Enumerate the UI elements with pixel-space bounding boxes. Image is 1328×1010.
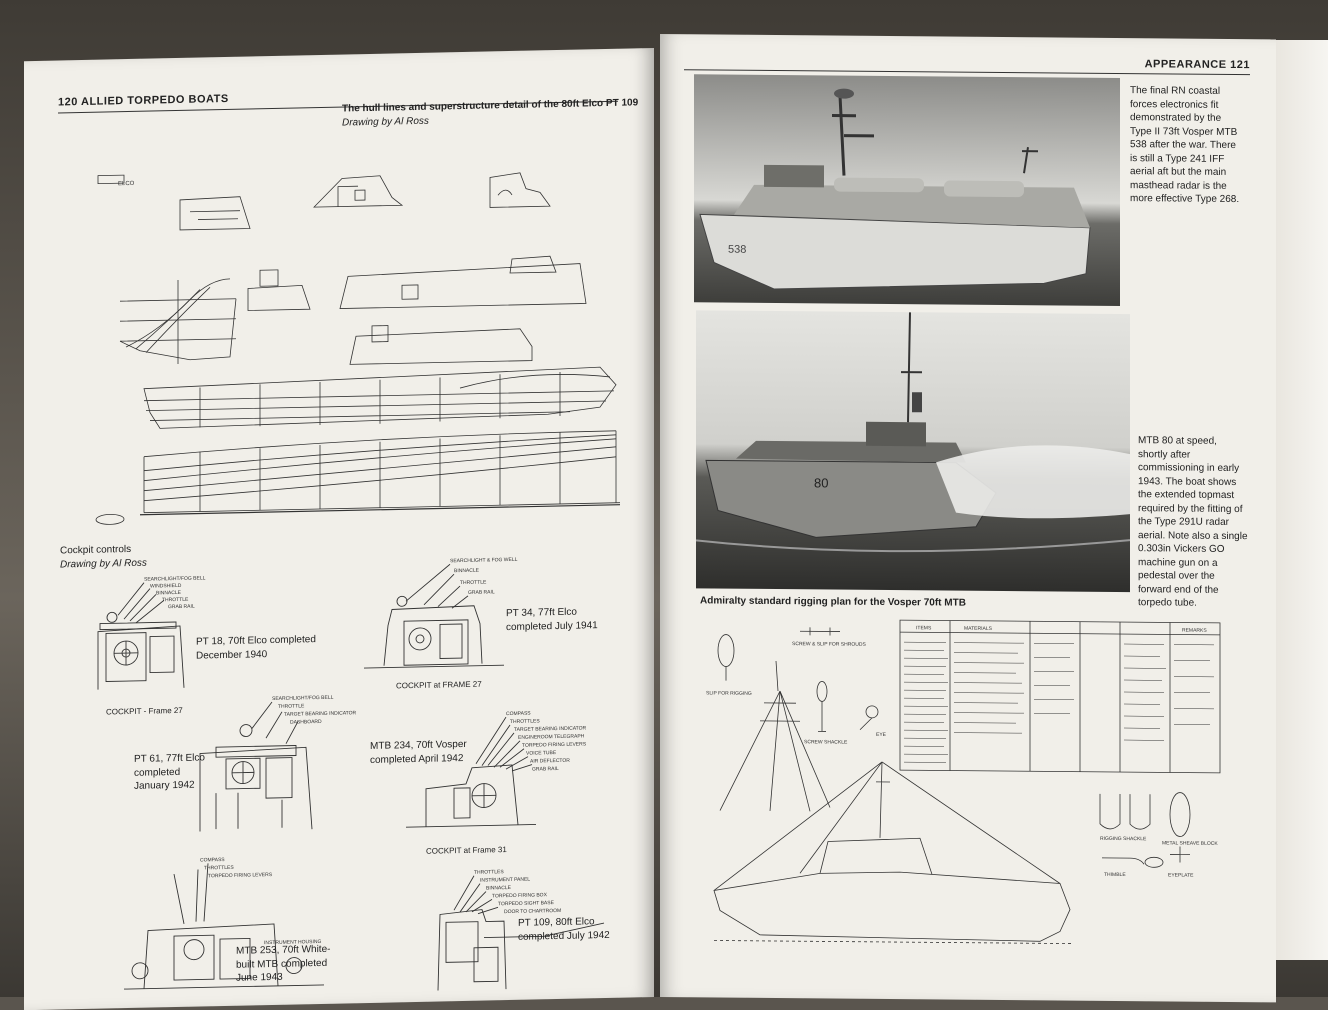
label-searchlight: SEARCHLIGHT/FOG BELL [144, 575, 206, 582]
label-throttles: THROTTLES [510, 718, 540, 725]
right-page: APPEARANCE 121 538 The final RN coastal … [660, 34, 1276, 1003]
caption-pt34: PT 34, 77ft Elco completed July 1941 [506, 606, 598, 633]
label-binnacle-6: BINNACLE [486, 885, 512, 892]
photo-mtb80: 80 [696, 310, 1130, 593]
label-grab-rail: GRAB RAIL [168, 604, 195, 611]
label-torpedo-firing-levers: TORPEDO FIRING LEVERS [522, 741, 587, 748]
label-cockpit-frame27a: COCKPIT - Frame 27 [106, 705, 183, 717]
right-page-number: 121 [1230, 58, 1250, 72]
left-page-number: 120 [58, 96, 78, 109]
label-throttle-2: THROTTLE [460, 579, 487, 586]
label-cockpit-frame31: COCKPIT at Frame 31 [426, 845, 507, 856]
label-throttle-3: THROTTLE [278, 703, 305, 710]
label-searchlight-fog-well: SEARCHLIGHT & FOG WELL [450, 557, 518, 564]
label-target-bearing-2: TARGET BEARING INDICATOR [514, 725, 587, 733]
label-binnacle: BINNACLE [156, 590, 182, 597]
label-rigging-shackle: RIGGING SHACKLE [1100, 836, 1147, 842]
label-grab-rail-4: GRAB RAIL [532, 766, 559, 773]
label-windshield: WINDSHIELD [150, 583, 182, 590]
label-eye: EYE [876, 732, 887, 738]
caption-mtb234: MTB 234, 70ft Vosper completed April 194… [370, 738, 467, 766]
photo-mtb538: 538 [694, 74, 1120, 307]
label-remarks: REMARKS [1182, 628, 1207, 634]
label-air-deflector: AIR DEFLECTOR [530, 758, 570, 765]
cockpit-drawing-pt61: SEARCHLIGHT/FOG BELL THROTTLE TARGET BEA… [199, 695, 357, 832]
label-instrument-housing: INSTRUMENT HOUSING [264, 939, 322, 946]
cockpit-drawing-mtb253: COMPASS THROTTLES TORPEDO FIRING LEVERS … [124, 857, 324, 990]
hull-caption-title: The hull lines and superstructure detail… [342, 97, 639, 115]
label-door-to-chartroom: DOOR TO CHARTROOM [504, 908, 561, 915]
cockpit-drawing-mtb234: COMPASS THROTTLES TARGET BEARING INDICAT… [406, 711, 587, 828]
page-edges [1276, 40, 1328, 960]
left-page-header: 120 ALLIED TORPEDO BOATS [58, 93, 229, 109]
label-grab-rail-2: GRAB RAIL [468, 589, 495, 596]
label-throttles-5: THROTTLES [204, 865, 234, 872]
caption-pt109: PT 109, 80ft Elco completed July 1942 [518, 916, 610, 943]
photo-mtb538-boat: 538 [699, 88, 1091, 290]
caption-mtb253: MTB 253, 70ft White-built MTB completed … [236, 943, 331, 984]
label-metal-sheave-block: METAL SHEAVE BLOCK [1162, 840, 1218, 846]
photo-mtb80-boat: 80 [696, 312, 1130, 553]
right-page-running-title: APPEARANCE [1144, 58, 1227, 71]
label-screw-shackle: SCREW SHACKLE [804, 739, 848, 745]
caption-pt18: PT 18, 70ft Elco completed December 1940 [196, 634, 316, 662]
label-throttle: THROTTLE [162, 597, 189, 604]
right-page-header: APPEARANCE 121 [1145, 58, 1250, 71]
cockpit-drawing-pt34: SEARCHLIGHT & FOG WELL BINNACLE THROTTLE… [364, 557, 518, 669]
label-instrument-panel: INSTRUMENT PANEL [480, 877, 530, 884]
caption-mtb80: MTB 80 at speed, shortly after commissio… [1138, 435, 1248, 609]
caption-pt61: PT 61, 77ft Elco completed January 1942 [134, 752, 205, 792]
rigging-plan-drawing: SLIP FOR RIGGING SCREW & SLIP FOR SHROUD… [706, 619, 1221, 945]
label-compass-5: COMPASS [200, 857, 225, 864]
cockpit-controls-heading: Cockpit controls Drawing by Al Ross [60, 543, 147, 572]
label-torpedo-sight-base: TORPEDO SIGHT BASE [498, 900, 555, 907]
cockpit-title: Cockpit controls [60, 543, 132, 557]
label-torpedo-levers-5: TORPEDO FIRING LEVERS [208, 872, 273, 879]
left-page: 120 ALLIED TORPEDO BOATS The hull lines … [24, 48, 654, 1010]
label-target-bearing: TARGET BEARING INDICATOR [284, 710, 357, 718]
cockpit-drawing-pt18: SEARCHLIGHT/FOG BELL WINDSHIELD BINNACLE… [97, 575, 206, 690]
hull-number-538: 538 [728, 244, 746, 256]
label-throttles-6: THROTTLES [474, 869, 504, 876]
caption-mtb538: The final RN coastal forces electronics … [1130, 85, 1240, 206]
left-page-running-title: ALLIED TORPEDO BOATS [81, 92, 229, 109]
label-slip-for-rigging: SLIP FOR RIGGING [706, 690, 752, 696]
hull-lines-caption: The hull lines and superstructure detail… [342, 96, 642, 129]
label-torpedo-firing-box: TORPEDO FIRING BOX [492, 892, 548, 899]
label-searchlight-3: SEARCHLIGHT/FOG BELL [272, 695, 334, 702]
hull-lines-drawing: ELCO [95, 172, 620, 525]
cockpit-credit: Drawing by Al Ross [60, 557, 147, 570]
label-binnacle-2: BINNACLE [454, 568, 480, 575]
label-voice-tube: VOICE TUBE [526, 750, 557, 757]
elco-stamp: ELCO [118, 181, 135, 187]
hull-number-80: 80 [814, 475, 828, 490]
cockpit-drawing-pt109: THROTTLES INSTRUMENT PANEL BINNACLE TORP… [437, 869, 605, 991]
label-dashboard: DASHBOARD [290, 719, 322, 726]
label-engineroom-telegraph: ENGINEROOM TELEGRAPH [518, 733, 585, 740]
label-eyeplate: EYEPLATE [1168, 872, 1194, 878]
label-screw-slip: SCREW & SLIP FOR SHROUDS [792, 641, 866, 648]
label-compass: COMPASS [506, 711, 531, 718]
hull-caption-credit: Drawing by Al Ross [342, 115, 429, 129]
label-materials: MATERIALS [964, 626, 993, 632]
label-thimble: THIMBLE [1104, 872, 1126, 878]
label-items: ITEMS [916, 625, 932, 631]
rigging-plan-title: Admiralty standard rigging plan for the … [700, 595, 966, 609]
